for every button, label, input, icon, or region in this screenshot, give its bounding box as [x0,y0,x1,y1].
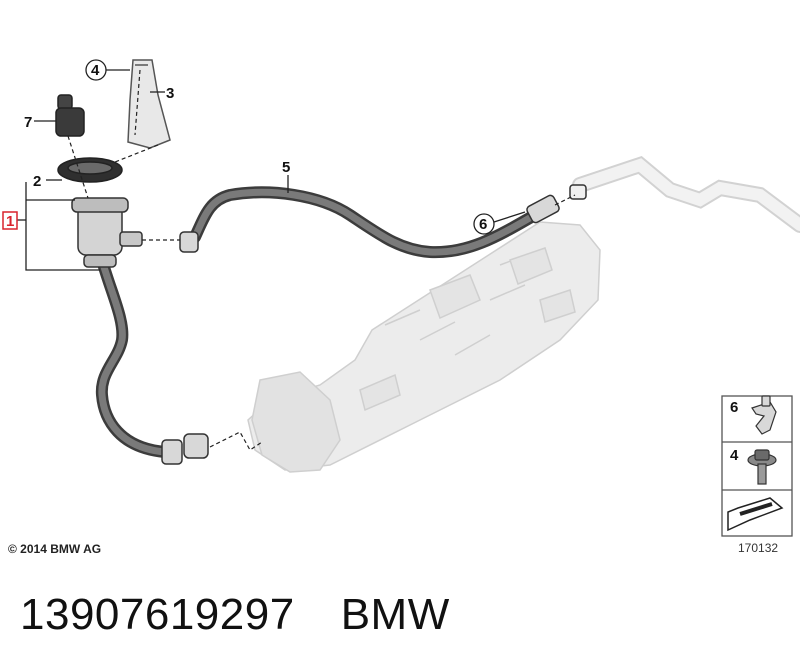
callout-7: 7 [24,114,32,131]
parts-legend: 6 4 [721,395,793,537]
part-number: 13907619297 [20,590,295,639]
bolt-icon [747,449,777,485]
copyright: © 2014 BMW AG [8,542,102,556]
hose-lower-end-fitting [161,433,209,465]
callout-1: 1 [6,213,14,230]
guide-lines [67,69,576,451]
arrow-icon [727,497,784,532]
clip-icon [751,395,777,435]
hose-5 [189,186,546,259]
legend-label-clip: 6 [730,399,738,416]
caption: 13907619297 BMW [20,590,450,640]
callout-2: 2 [33,173,41,190]
callout-6: 6 [479,216,487,233]
sensor-7 [55,94,85,137]
callouts: 1 2 3 4 5 6 7 [2,59,495,235]
callout-4-circle [85,59,107,81]
leader-lines [12,69,526,271]
bracket-3 [127,59,171,149]
pipe-ghost [572,156,800,233]
callout-5: 5 [282,159,290,176]
brand-name: BMW [340,590,450,639]
valve-body [71,197,143,268]
intake-manifold-ghost [247,221,601,473]
legend-label-bolt: 4 [730,447,739,464]
clamp-ring-2 [57,157,123,183]
callout-4: 4 [91,62,100,79]
diagram-number: 170132 [738,541,779,555]
hose-lower [95,254,171,458]
callout-1-box [2,211,18,230]
parts-diagram: 1 2 3 4 5 6 7 6 4 [2,59,800,537]
callout-3: 3 [166,85,174,102]
callout-6-circle [473,213,495,235]
